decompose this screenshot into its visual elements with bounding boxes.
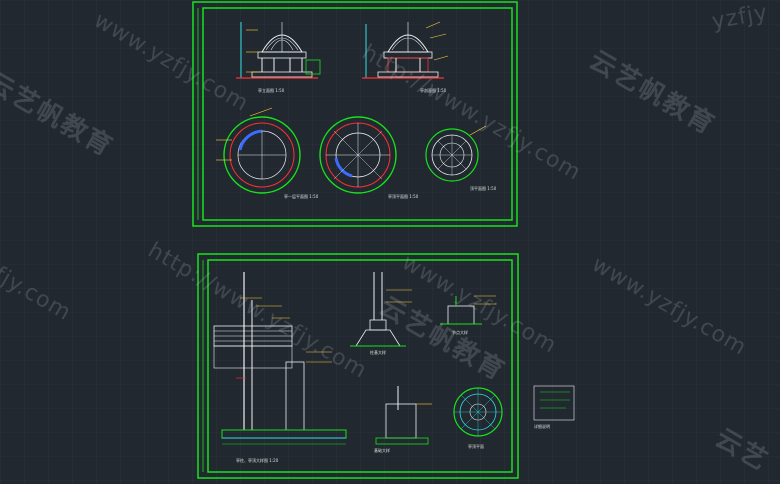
drawing-sheet-details[interactable]: 亭柱、亭顶大样图 1:20 柱基大样 节点大样 基础大样 bbox=[197, 253, 575, 479]
pavilion-front-elevation: 亭立面图 1:50 bbox=[236, 22, 321, 93]
svg-text:顶平面图 1:50: 顶平面图 1:50 bbox=[470, 185, 497, 191]
svg-text:基础大样: 基础大样 bbox=[374, 447, 390, 453]
svg-text:亭顶平面: 亭顶平面 bbox=[468, 443, 484, 449]
pavilion-section: 亭剖面图 1:50 bbox=[362, 21, 449, 93]
svg-text:详细说明: 详细说明 bbox=[534, 423, 550, 429]
svg-text:亭一层平面图 1:50: 亭一层平面图 1:50 bbox=[284, 193, 319, 199]
pavilion-plan-3: 顶平面图 1:50 bbox=[425, 125, 497, 191]
small-connection-detail: 节点大样 bbox=[440, 295, 496, 335]
side-note-detail: 详细说明 bbox=[533, 385, 575, 429]
svg-text:亭柱、亭顶大样图 1:20: 亭柱、亭顶大样图 1:20 bbox=[236, 457, 279, 463]
svg-text:柱基大样: 柱基大样 bbox=[370, 349, 386, 355]
svg-text:亭顶平面图 1:50: 亭顶平面图 1:50 bbox=[388, 193, 419, 199]
pavilion-plan-1: 亭一层平面图 1:50 bbox=[216, 107, 319, 199]
svg-text:节点大样: 节点大样 bbox=[452, 329, 468, 335]
column-detail-section: 亭柱、亭顶大样图 1:20 bbox=[213, 272, 347, 463]
column-base-detail: 柱基大样 bbox=[350, 272, 412, 355]
foundation-detail: 基础大样 bbox=[374, 386, 432, 453]
drawing-sheet-elevations-plans[interactable]: 亭立面图 1:50 亭剖面图 1:50 bbox=[192, 1, 518, 227]
pavilion-plan-2: 亭顶平面图 1:50 bbox=[319, 116, 419, 199]
dome-plan-detail: 亭顶平面 bbox=[453, 387, 503, 449]
svg-text:亭立面图 1:50: 亭立面图 1:50 bbox=[258, 87, 285, 93]
svg-text:亭剖面图 1:50: 亭剖面图 1:50 bbox=[420, 87, 447, 93]
